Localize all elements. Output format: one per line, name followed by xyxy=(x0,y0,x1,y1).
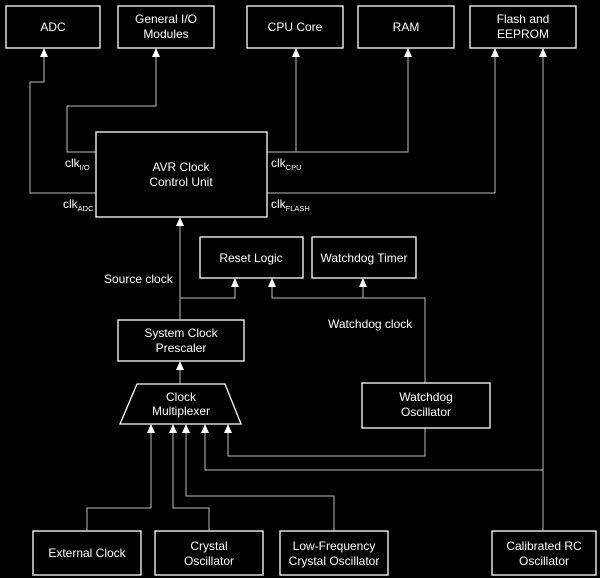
prescaler-label-line1: System Clock xyxy=(144,326,218,340)
arrow-reset-watchdog xyxy=(268,278,276,287)
arrow-mux-2 xyxy=(169,424,177,433)
watchdog-oscillator-block: Watchdog Oscillator xyxy=(361,382,491,429)
multiplexer-label-line2: Multiplexer xyxy=(152,404,210,418)
arrow-ram xyxy=(404,48,412,57)
watchdog-timer-block: Watchdog Timer xyxy=(311,236,417,279)
crystal-osc-label-line2: Oscillator xyxy=(184,554,234,568)
multiplexer-label-line1: Clock xyxy=(166,390,197,404)
source-clock-label: Source clock xyxy=(104,272,174,286)
lf-crystal-osc-label-line2: Crystal Oscillator xyxy=(289,554,380,568)
wire-rc-to-mux xyxy=(204,432,543,471)
wire-clk-adc xyxy=(29,56,96,194)
wire-crystal-osc xyxy=(172,432,210,531)
ram-block: RAM xyxy=(357,5,455,49)
wire-external-clock xyxy=(86,432,152,531)
arrow-mux-1 xyxy=(147,424,155,433)
clk-adc-label: clkADC xyxy=(63,197,94,213)
watchdog-timer-label: Watchdog Timer xyxy=(321,251,408,265)
flash-eeprom-block: Flash and EEPROM xyxy=(469,5,577,49)
arrow-prescaler xyxy=(176,361,184,370)
reset-logic-block: Reset Logic xyxy=(199,236,304,279)
cpu-core-block: CPU Core xyxy=(246,5,344,49)
arrow-watchdog-timer xyxy=(359,278,367,287)
clk-cpu-label: clkCPU xyxy=(271,156,302,172)
prescaler-block: System Clock Prescaler xyxy=(117,319,245,362)
watchdog-clock-label: Watchdog clock xyxy=(328,317,413,331)
clk-io-label: clkI/O xyxy=(65,156,90,172)
arrow-cpu-core xyxy=(292,48,300,57)
arrow-mux-5 xyxy=(224,424,232,433)
gpio-label-line2: Modules xyxy=(143,27,188,41)
cpu-core-label: CPU Core xyxy=(268,20,323,34)
wire-clk-flash xyxy=(267,56,496,194)
lf-crystal-osc-label-line1: Low-Frequency xyxy=(293,539,376,553)
clock-control-label-line2: Control Unit xyxy=(149,175,213,189)
arrow-adc xyxy=(40,48,48,57)
lf-crystal-oscillator-block: Low-Frequency Crystal Oscillator xyxy=(279,530,389,576)
multiplexer-block: Clock Multiplexer xyxy=(119,383,242,425)
arrow-mux-4 xyxy=(201,424,209,433)
arrowheads xyxy=(40,48,547,433)
arrow-reset-source xyxy=(231,278,239,287)
connections xyxy=(29,56,544,531)
watchdog-osc-label-line2: Oscillator xyxy=(401,405,451,419)
arrow-mux-3 xyxy=(182,424,190,433)
wire-clk-cpu-ram xyxy=(296,56,409,153)
clk-flash-label: clkFLASH xyxy=(271,197,310,213)
flash-label-line2: EEPROM xyxy=(497,27,549,41)
wire-source-reset xyxy=(180,286,236,299)
arrow-flash xyxy=(491,48,499,57)
calibrated-rc-oscillator-block: Calibrated RC Oscillator xyxy=(491,530,597,576)
reset-logic-label: Reset Logic xyxy=(219,251,282,265)
rc-osc-label-line1: Calibrated RC xyxy=(506,539,582,553)
wire-clk-io xyxy=(66,56,157,153)
crystal-oscillator-block: Crystal Oscillator xyxy=(154,530,264,576)
clock-control-label-line1: AVR Clock xyxy=(152,160,210,174)
arrow-gpio xyxy=(152,48,160,57)
adc-block: ADC xyxy=(5,5,101,49)
flash-label-line1: Flash and xyxy=(497,12,550,26)
wire-clk-cpu-core xyxy=(267,56,297,153)
crystal-osc-label-line1: Crystal xyxy=(190,539,227,553)
ram-label: RAM xyxy=(393,20,420,34)
external-clock-label: External Clock xyxy=(48,546,126,560)
external-clock-block: External Clock xyxy=(32,530,142,576)
wire-watchdog-clock xyxy=(271,286,426,383)
clock-control-unit-block: AVR Clock Control Unit xyxy=(95,131,268,218)
wire-watchdog-mux xyxy=(227,428,426,457)
arrow-rc-flash xyxy=(539,48,547,57)
wire-lf-crystal-osc xyxy=(185,432,335,531)
gpio-block: General I/O Modules xyxy=(117,5,215,49)
prescaler-label-line2: Prescaler xyxy=(156,341,207,355)
gpio-label-line1: General I/O xyxy=(135,12,197,26)
watchdog-osc-label-line1: Watchdog xyxy=(399,390,453,404)
adc-label: ADC xyxy=(40,20,66,34)
rc-osc-label-line2: Oscillator xyxy=(519,554,569,568)
arrow-clock-control xyxy=(176,217,184,226)
